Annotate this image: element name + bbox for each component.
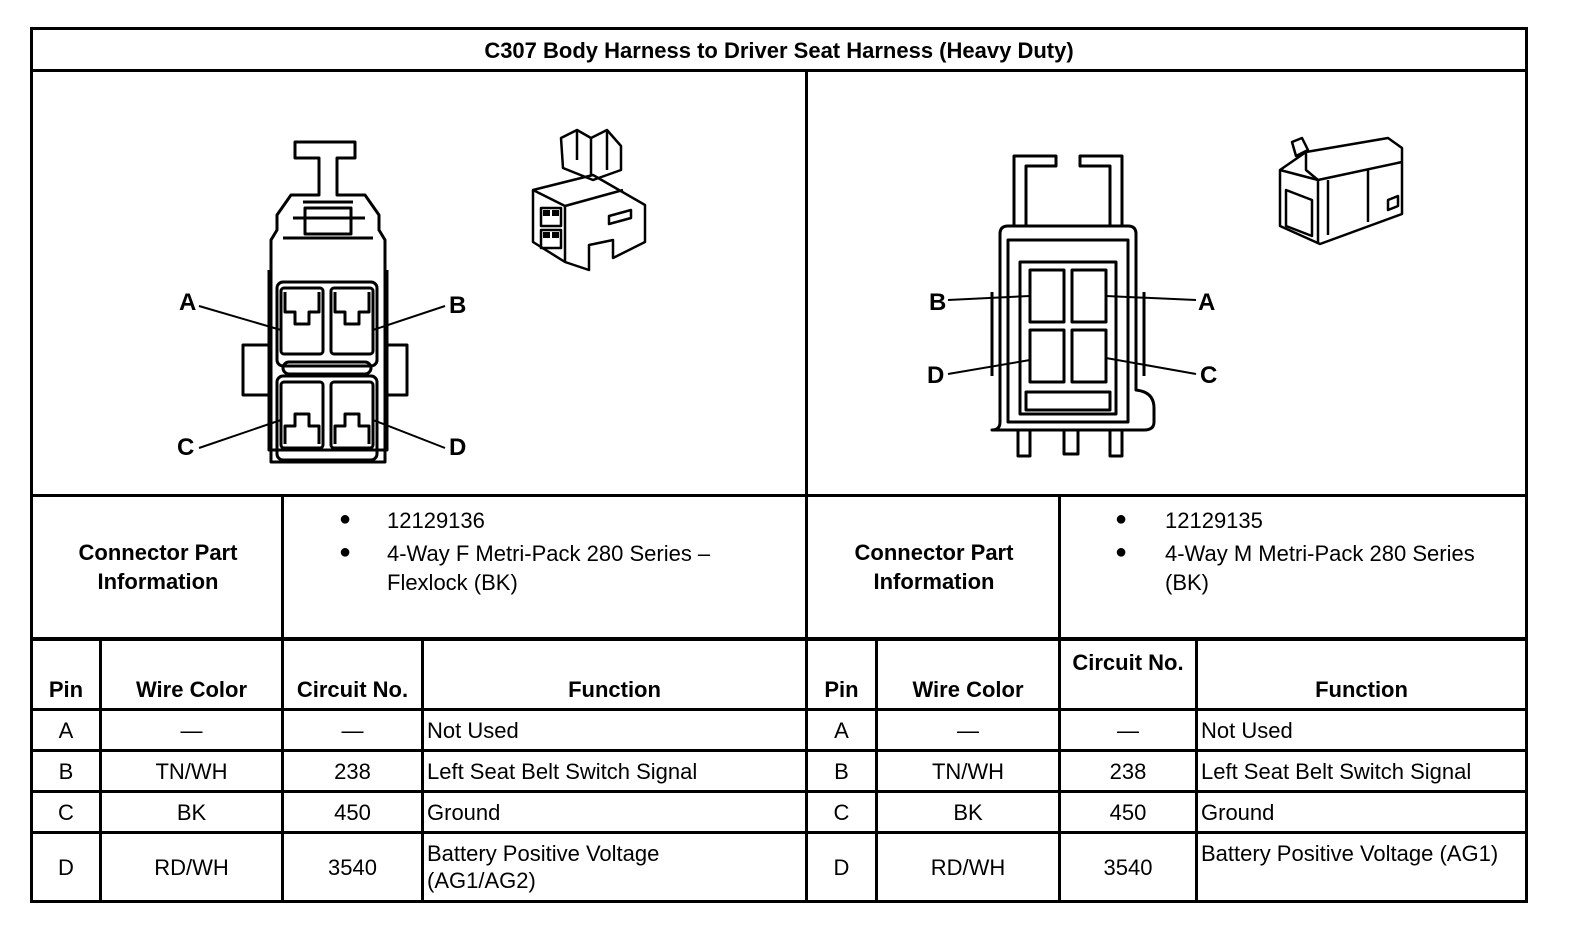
center-divider <box>805 69 808 900</box>
right-header-wire-color: Wire Color <box>912 677 1024 702</box>
left-part-description: 4-Way F Metri-Pack 280 Series – Flexlock… <box>387 541 711 595</box>
left-row-b-wire: TN/WH <box>155 759 228 784</box>
left-row-b-function: Left Seat Belt Switch Signal <box>427 759 698 784</box>
title-divider <box>33 69 1525 72</box>
right-row-d-wire: RD/WH <box>930 855 1006 880</box>
right-row-b-pin: B <box>834 759 849 784</box>
left-row-c-function: Ground <box>427 800 501 825</box>
left-connector-part-label: Connector Part Information <box>78 540 238 594</box>
left-header-circuit: Circuit No. <box>296 677 409 702</box>
right-row-c-pin: C <box>833 800 850 825</box>
left-row-d-wire: RD/WH <box>154 855 229 880</box>
left-header-function: Function <box>568 677 661 702</box>
row-b-divider <box>33 790 1525 793</box>
left-row-a-pin: A <box>58 718 74 743</box>
part-info-divider <box>33 637 1525 641</box>
left-row-b-pin: B <box>58 759 74 784</box>
left-row-d-pin: D <box>58 855 74 880</box>
right-row-c-circuit: 450 <box>1109 800 1147 825</box>
left-row-a-wire: — <box>180 718 203 743</box>
left-row-d-function: Battery Positive Voltage (AG1/AG2) <box>427 841 660 893</box>
right-part-number: 12129135 <box>1165 508 1263 533</box>
diagram-divider <box>33 494 1525 497</box>
right-row-b-function: Left Seat Belt Switch Signal <box>1201 759 1472 784</box>
left-connector-face <box>198 128 647 464</box>
right-pin-label-b: B <box>929 289 947 316</box>
right-row-a-function: Not Used <box>1201 718 1293 743</box>
right-header-circuit: Circuit No. <box>1072 650 1184 675</box>
left-header-wire-color: Wire Color <box>135 677 248 702</box>
left-header-pin: Pin <box>48 677 84 702</box>
left-pin-label-a: A <box>179 289 197 316</box>
right-connector-face <box>947 136 1404 458</box>
left-part-number: 12129136 <box>387 508 485 533</box>
right-pin-col-divider <box>875 637 878 900</box>
left-row-c-wire: BK <box>176 800 207 825</box>
connector-table-frame: C307 Body Harness to Driver Seat Harness… <box>30 27 1528 903</box>
left-circuit-col-divider <box>421 637 424 900</box>
right-circuit-col-divider <box>1195 637 1198 900</box>
left-pin-col-divider <box>99 637 102 900</box>
left-pin-label-c: C <box>177 434 195 461</box>
header-divider <box>33 708 1525 711</box>
right-row-d-pin: D <box>833 855 850 880</box>
right-row-c-wire: BK <box>953 800 983 825</box>
left-bullet-1: ● <box>339 508 352 530</box>
right-row-c-function: Ground <box>1201 800 1275 825</box>
right-connector-part-label: Connector Part Information <box>854 540 1014 594</box>
right-bullet-1: ● <box>1115 508 1128 530</box>
left-part-label-divider <box>281 494 284 900</box>
left-row-a-circuit: — <box>341 718 364 743</box>
left-row-b-circuit: 238 <box>334 759 371 784</box>
right-pin-label-a: A <box>1198 289 1216 316</box>
right-part-label-divider <box>1058 494 1061 900</box>
row-c-divider <box>33 831 1525 834</box>
left-row-d-circuit: 3540 <box>328 855 377 880</box>
right-row-a-wire: — <box>957 718 979 743</box>
left-pin-label-d: D <box>449 434 467 461</box>
right-header-pin: Pin <box>824 677 859 702</box>
right-part-description: 4-Way M Metri-Pack 280 Series (BK) <box>1165 541 1475 595</box>
row-a-divider <box>33 749 1525 752</box>
right-row-d-function: Battery Positive Voltage (AG1) <box>1201 841 1499 866</box>
right-row-b-wire: TN/WH <box>931 759 1005 784</box>
left-row-c-pin: C <box>58 800 74 825</box>
right-row-a-circuit: — <box>1117 718 1139 743</box>
left-row-a-function: Not Used <box>427 718 519 743</box>
right-pin-label-c: C <box>1200 362 1218 389</box>
left-row-c-circuit: 450 <box>334 800 371 825</box>
right-row-b-circuit: 238 <box>1109 759 1147 784</box>
right-bullet-2: ● <box>1115 541 1128 563</box>
right-row-d-circuit: 3540 <box>1103 855 1153 880</box>
right-pin-label-d: D <box>927 362 945 389</box>
right-header-function: Function <box>1315 677 1408 702</box>
left-pin-label-b: B <box>449 292 467 319</box>
left-bullet-2: ● <box>339 541 352 563</box>
right-row-a-pin: A <box>834 718 849 743</box>
page-title: C307 Body Harness to Driver Seat Harness… <box>484 38 1074 63</box>
